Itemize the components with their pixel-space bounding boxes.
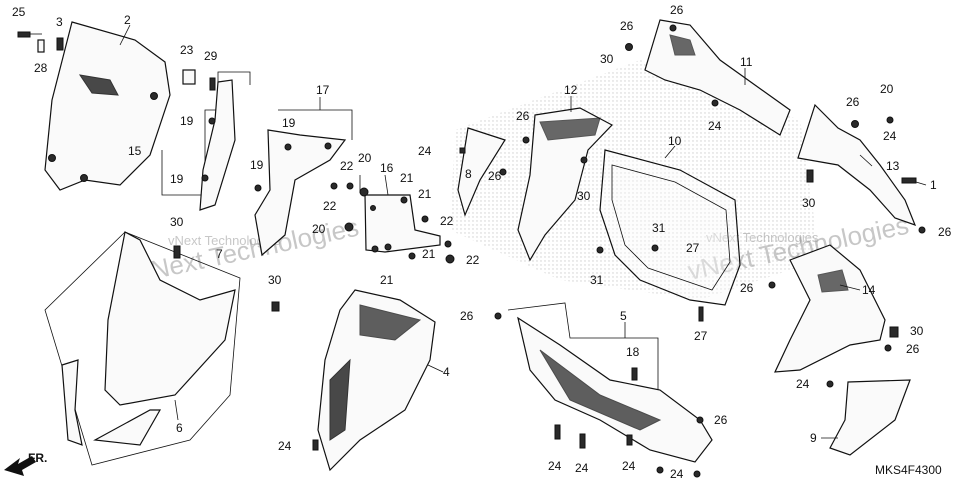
part-side-bracket-13 [797,103,917,227]
callout-numbers: 25 3 2 28 23 29 15 19 19 17 19 19 30 7 2… [12,3,952,481]
front-arrow: FR. [4,451,47,476]
callout-23: 23 [180,43,194,57]
part-center-cowl-4 [317,289,436,472]
callout-15: 15 [128,144,142,158]
front-label: FR. [28,451,47,465]
callout-30d: 30 [802,196,816,210]
callout-26a: 26 [516,109,530,123]
diagram-code: MKS4F4300 [875,463,942,477]
part-cover-9 [829,379,911,456]
callout-19a: 19 [180,114,194,128]
callout-26i: 26 [460,309,474,323]
callout-16: 16 [380,161,394,175]
watermark-right: vNext Technologies [706,230,819,245]
leader-lines [119,24,927,439]
bolt-29 [209,77,216,91]
callout-30f: 30 [268,273,282,287]
callout-30b: 30 [577,189,591,203]
callout-24b: 24 [708,119,722,133]
callout-26e: 26 [846,95,860,109]
callout-19d: 19 [250,158,264,172]
callout-30e: 30 [910,324,924,338]
callout-20c: 20 [880,82,894,96]
callout-17: 17 [316,83,330,97]
callout-22b: 22 [323,199,337,213]
washer-28 [37,39,45,53]
callout-24c: 24 [883,129,897,143]
callout-26c: 26 [620,19,634,33]
callout-26j: 26 [714,413,728,427]
part-upper-duct-11 [644,19,791,136]
callout-12: 12 [564,83,578,97]
callout-6: 6 [176,421,183,435]
part-stay-17 [254,129,347,257]
callout-2: 2 [124,13,131,27]
callout-19c: 19 [282,116,296,130]
callout-26g: 26 [740,281,754,295]
bolt-23 [182,69,196,85]
part-inner-panel-5 [517,316,713,463]
callout-24g: 24 [622,459,636,473]
callout-26d: 26 [670,3,684,17]
watermark-left: vNext Technologies [168,233,281,248]
callout-26b: 26 [488,169,502,183]
callout-24f: 24 [575,461,589,475]
callout-1: 1 [930,178,937,192]
callout-24a: 24 [418,144,432,158]
callout-24d: 24 [278,439,292,453]
callout-26f: 26 [938,225,952,239]
callout-8: 8 [465,167,472,181]
callout-9: 9 [810,431,817,445]
callout-28: 28 [34,61,48,75]
callout-27b: 27 [694,329,708,343]
callout-22d: 22 [466,253,480,267]
group-bracket-17 [278,109,353,140]
callout-14: 14 [862,283,876,297]
callout-20a: 20 [312,222,326,236]
callout-26h: 26 [906,342,920,356]
callout-21b: 21 [418,187,432,201]
screw-25 [17,31,42,38]
part-bracket-8 [457,127,506,217]
part-front-cowl-6 [61,231,236,446]
callout-31b: 31 [590,273,604,287]
part-lower-stay-14 [774,244,886,373]
callout-21c: 21 [422,247,436,261]
callout-5: 5 [620,309,627,323]
callout-22c: 22 [440,214,454,228]
group-bracket-15 [161,71,251,196]
callout-19b: 19 [170,172,184,186]
callout-21a: 21 [400,171,414,185]
callout-27a: 27 [686,241,700,255]
callout-24i: 24 [796,377,810,391]
callout-7: 7 [216,247,223,261]
callout-13: 13 [886,159,900,173]
callout-25: 25 [12,5,26,19]
part-windscreen [44,21,171,191]
callout-20b: 20 [358,151,372,165]
part-inner-stay [199,79,236,211]
callout-30c: 30 [600,52,614,66]
callout-21d: 21 [380,273,394,287]
callout-18: 18 [626,345,640,359]
callout-30a: 30 [170,215,184,229]
part-bracket-16 [364,194,441,253]
part-duct-12 [517,107,613,262]
part-frame-10 [596,149,741,306]
callout-3: 3 [56,15,63,29]
callout-24e: 24 [548,459,562,473]
callout-10: 10 [668,134,682,148]
callout-24h: 24 [670,467,684,481]
callout-29: 29 [204,49,218,63]
fasteners-misc [173,24,926,478]
callout-11: 11 [740,55,753,69]
callout-4: 4 [443,365,450,379]
callout-22a: 22 [340,159,354,173]
nut-3 [56,37,64,51]
callout-31a: 31 [652,221,666,235]
outline-part-6 [44,231,241,466]
